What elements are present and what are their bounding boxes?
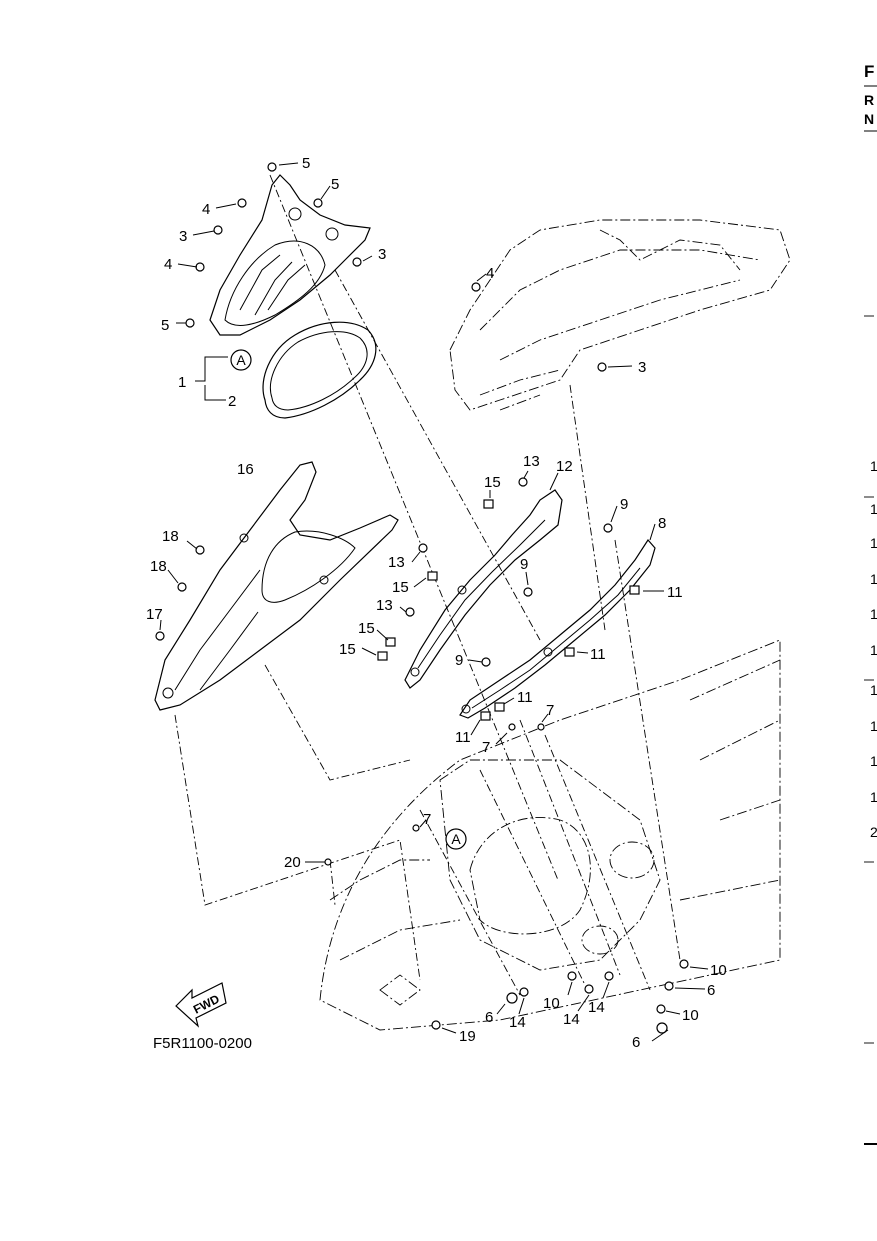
- right-edge-number: 1: [870, 535, 877, 551]
- right-edge-number: 1: [870, 753, 877, 769]
- callout-6: 6: [485, 1009, 493, 1026]
- callout-17: 17: [146, 606, 163, 623]
- svg-text:A: A: [236, 352, 246, 368]
- right-edge-line: N: [864, 111, 874, 127]
- frame-outline: [319, 639, 781, 1031]
- callout-16: 16: [237, 461, 254, 478]
- callout-4: 4: [164, 256, 172, 273]
- callout-14: 14: [563, 1011, 580, 1028]
- callout-3: 3: [378, 246, 386, 263]
- callout-9: 9: [520, 556, 528, 573]
- right-edge-number: 1: [870, 682, 877, 698]
- assembly-guides: [174, 174, 681, 996]
- callout-10: 10: [710, 962, 727, 979]
- callout-6: 6: [632, 1034, 640, 1051]
- callout-11: 11: [455, 729, 471, 746]
- detail-marker-a-lower: A: [445, 828, 467, 850]
- callout-4: 4: [486, 265, 494, 282]
- bracket-part-12: [404, 489, 563, 689]
- callout-15: 15: [358, 620, 375, 637]
- callout-15: 15: [484, 474, 501, 491]
- callout-10: 10: [543, 995, 560, 1012]
- callout-11: 11: [517, 689, 533, 706]
- callout-15: 15: [339, 641, 356, 658]
- callout-8: 8: [658, 515, 666, 532]
- right-edge-header: F: [864, 62, 874, 81]
- callout-12: 12: [556, 458, 573, 475]
- callout-14: 14: [509, 1014, 526, 1031]
- callout-6: 6: [707, 982, 715, 999]
- callout-5: 5: [331, 176, 339, 193]
- right-edge-number: 1: [870, 571, 877, 587]
- callout-5: 5: [161, 317, 169, 334]
- callout-1: 1: [178, 374, 186, 391]
- callout-4: 4: [202, 201, 210, 218]
- callout-20: 20: [284, 854, 301, 871]
- callout-18: 18: [162, 528, 179, 545]
- forward-direction-arrow: FWD: [175, 982, 227, 1028]
- rear-frame-upper: [449, 219, 791, 411]
- callout-14: 14: [588, 999, 605, 1016]
- callout-15: 15: [392, 579, 409, 596]
- leader-lines: [159, 162, 709, 1042]
- seal-ring-part-2: [262, 321, 377, 419]
- callout-5: 5: [302, 155, 310, 172]
- figure-code: F5R1100-0200: [153, 1035, 252, 1052]
- fasteners: [155, 162, 689, 1034]
- callout-9: 9: [455, 652, 463, 669]
- right-edge-column: F R N 1 1 1 1 1 1 1 1 1 1 2: [864, 62, 877, 1145]
- right-edge-number: 1: [870, 718, 877, 734]
- callout-11: 11: [590, 646, 606, 663]
- callout-7: 7: [546, 702, 554, 719]
- detail-marker-a-upper: A: [230, 349, 252, 371]
- right-edge-number: 1: [870, 606, 877, 622]
- callout-3: 3: [179, 228, 187, 245]
- callout-11: 11: [667, 584, 683, 601]
- callout-10: 10: [682, 1007, 699, 1024]
- callout-19: 19: [459, 1028, 476, 1045]
- callout-3: 3: [638, 359, 646, 376]
- right-edge-number: 2: [870, 824, 877, 840]
- callout-13: 13: [523, 453, 540, 470]
- svg-text:A: A: [451, 831, 461, 847]
- seat-cowl-part-16: [154, 461, 399, 711]
- callout-18: 18: [150, 558, 167, 575]
- right-edge-line: R: [864, 92, 874, 108]
- right-edge-number: 1: [870, 642, 877, 658]
- right-edge-number: 1: [870, 501, 877, 517]
- callout-13: 13: [376, 597, 393, 614]
- stay-part-8: [459, 539, 656, 719]
- callout-7: 7: [482, 739, 490, 756]
- callout-7: 7: [423, 811, 431, 828]
- callout-13: 13: [388, 554, 405, 571]
- inner-cover-part-1: [209, 174, 371, 336]
- callout-2: 2: [228, 393, 236, 410]
- right-edge-number: 1: [870, 789, 877, 805]
- right-edge-number: 1: [870, 458, 877, 474]
- callout-labels: 5 5 4 3 3 4 5 1 2 4 3 16 13 12 15 9 8 18…: [146, 155, 727, 1051]
- callout-9: 9: [620, 496, 628, 513]
